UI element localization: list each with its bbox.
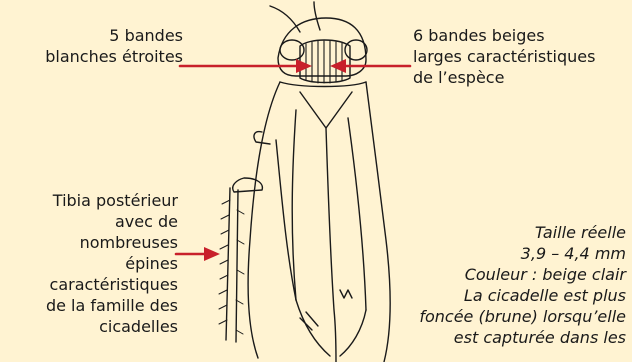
wing-mark	[340, 290, 352, 298]
arrow-tibia-head	[204, 247, 220, 261]
wing-vein	[348, 118, 366, 310]
scutellum	[300, 92, 352, 128]
head-outline	[278, 18, 366, 76]
wing-vein	[296, 300, 330, 356]
tibia-spines	[219, 200, 244, 334]
label-beige-bands: 6 bandes beiges larges caractéristiques …	[413, 25, 595, 88]
wing-vein	[300, 312, 318, 330]
label-white-bands: 5 bandes blanches étroites	[45, 25, 183, 67]
antenna-left	[270, 6, 300, 32]
wing-vein	[340, 310, 366, 356]
hind-femur	[233, 178, 263, 192]
arrow-beige-bands-head	[330, 59, 346, 73]
specimen-info-text: Taille réelle 3,9 – 4,4 mm Couleur : bei…	[419, 222, 626, 348]
wing-right-edge	[366, 82, 390, 362]
label-hind-tibia: Tibia postérieur avec de nombreuses épin…	[46, 190, 178, 337]
hind-tibia	[226, 188, 238, 342]
antenna-right	[314, 2, 320, 30]
arrow-white-bands-head	[296, 59, 312, 73]
wing-suture	[326, 128, 336, 362]
wing-left-edge	[248, 82, 280, 358]
right-eye	[345, 40, 367, 60]
wing-vein	[292, 110, 296, 300]
